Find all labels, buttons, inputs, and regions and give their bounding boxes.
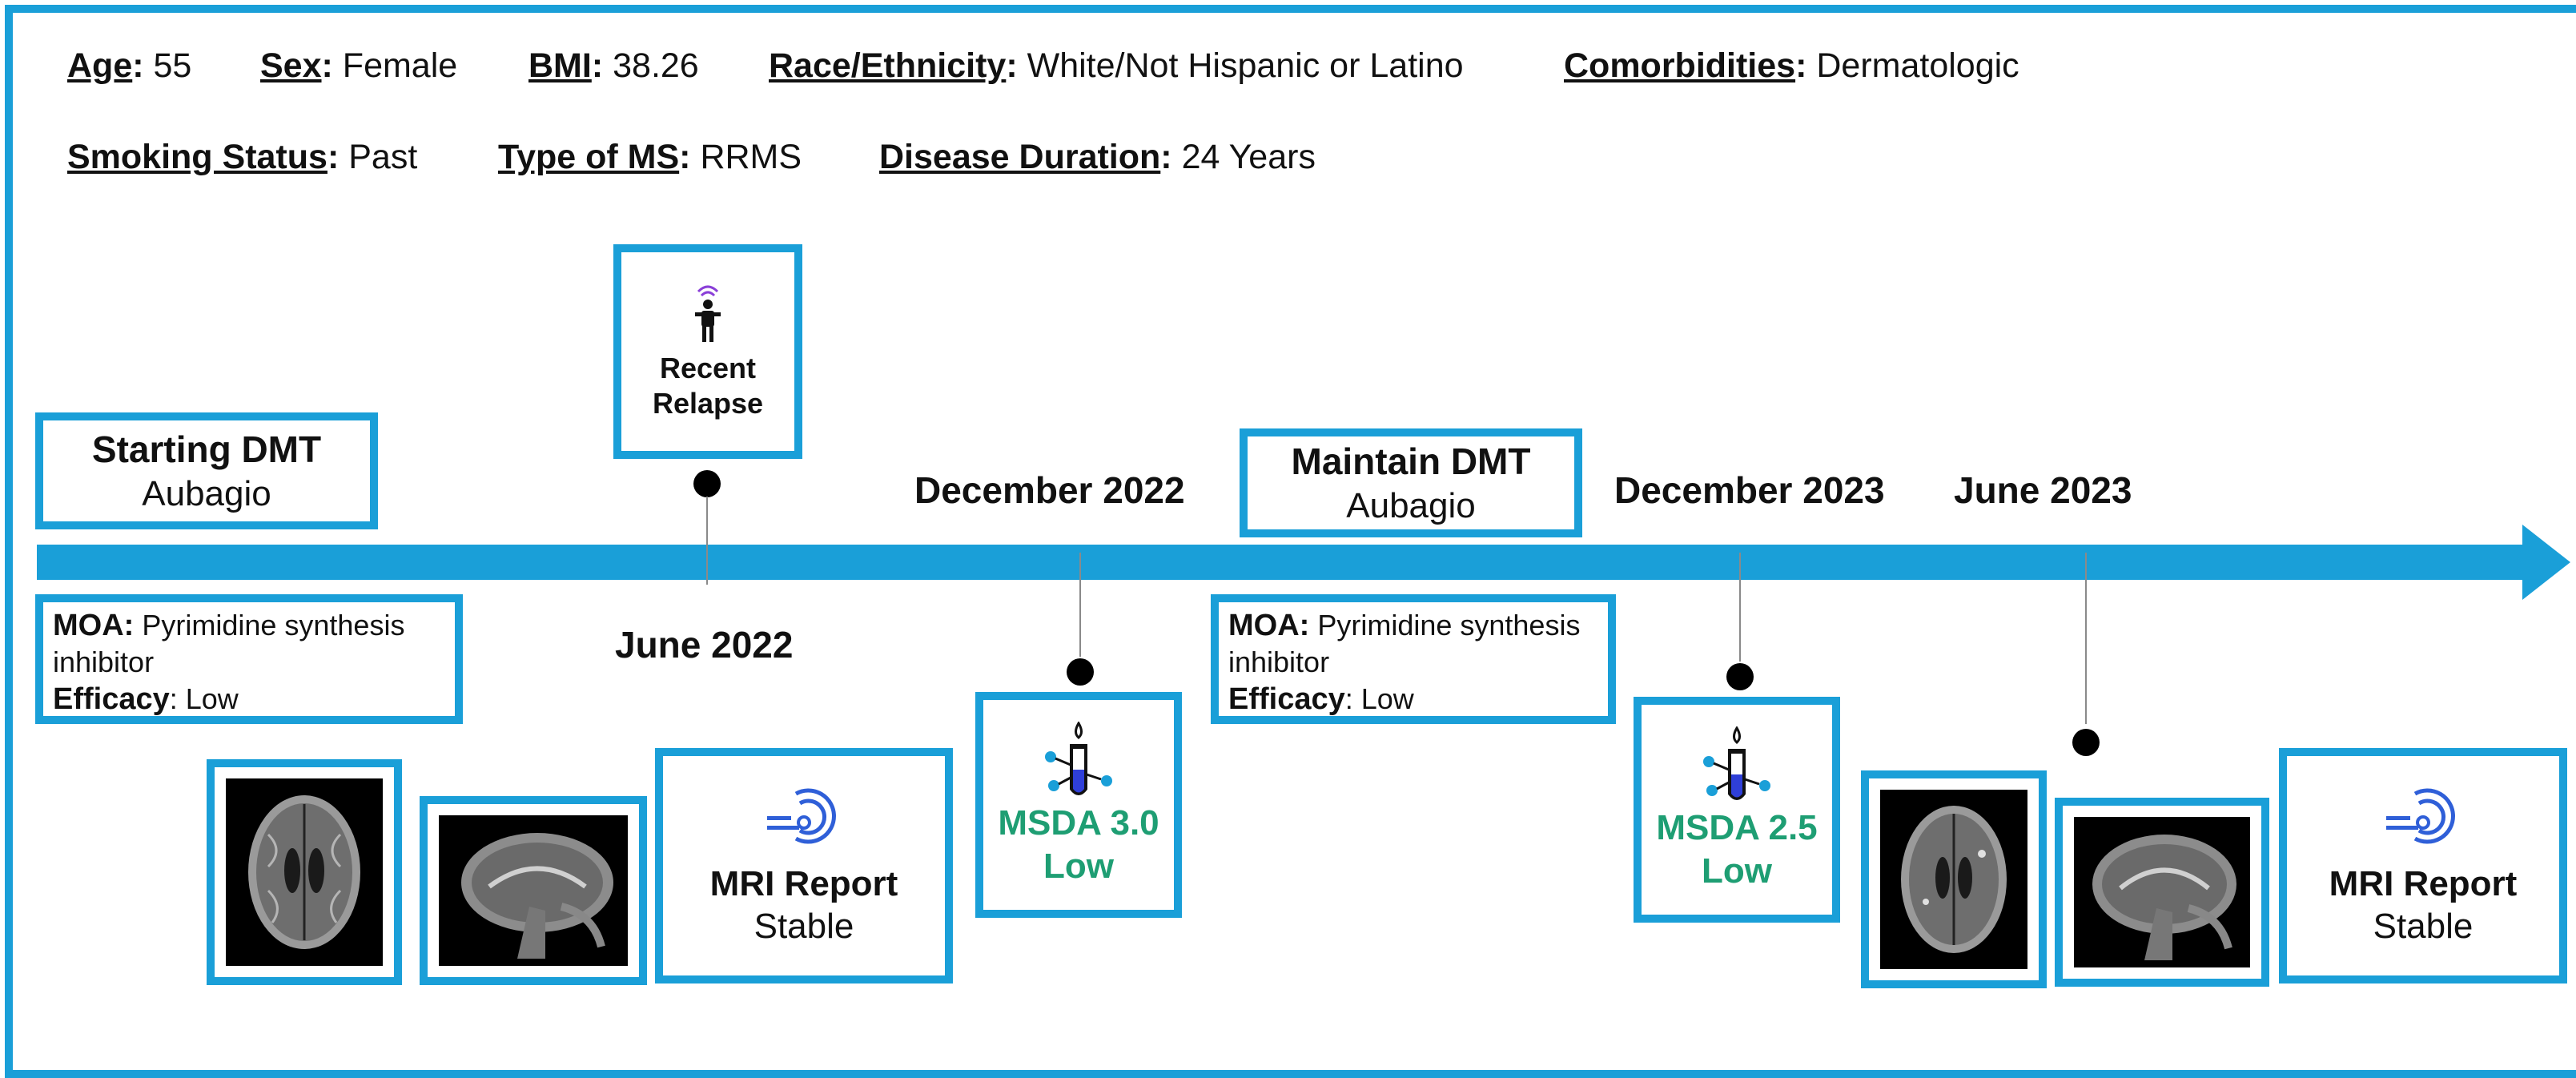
person-signal-icon: [695, 285, 721, 342]
msda1-stem: [1079, 553, 1081, 657]
bmi-value: 38.26: [613, 46, 699, 85]
mri-report-box-1: MRI Report Stable: [655, 748, 953, 983]
msda2-stem: [1739, 553, 1741, 662]
mri-axial-image-1: [207, 759, 402, 985]
duration-value: 24 Years: [1181, 138, 1316, 176]
ms-type-field: Type of MS: RRMS: [498, 138, 802, 176]
efficacy-label: Efficacy: [1228, 682, 1345, 716]
maintain-dmt-drug: Aubagio: [1346, 486, 1476, 525]
msda-2-score: MSDA 2.5: [1656, 808, 1818, 847]
mri-axial-image-2: [1861, 770, 2047, 988]
msda-box-1: MSDA 3.0 Low: [975, 692, 1182, 918]
msda-1-level: Low: [1043, 847, 1114, 886]
mri-scanner-icon: [2386, 788, 2455, 844]
mri2-stem: [2085, 553, 2087, 724]
recent-relapse-box: Recent Relapse: [613, 244, 802, 459]
relapse-stem: [706, 497, 708, 585]
efficacy-label: Efficacy: [53, 682, 170, 716]
smoking-label: Smoking Status: [67, 138, 328, 176]
moa-value-cont: inhibitor: [53, 646, 155, 678]
duration-label: Disease Duration: [879, 138, 1161, 176]
age-value: 55: [153, 46, 192, 85]
date-december-2022: December 2022: [914, 469, 1185, 511]
race-value: White/Not Hispanic or Latino: [1027, 46, 1464, 85]
timeline-arrowhead: [2522, 525, 2570, 600]
maintain-dmt-box: Maintain DMT Aubagio: [1240, 428, 1582, 537]
sex-label: Sex: [260, 46, 322, 85]
msda1-marker: [1067, 658, 1094, 686]
smoking-field: Smoking Status: Past: [67, 138, 418, 176]
msda-2-level: Low: [1702, 851, 1772, 891]
moa-label: MOA:: [1228, 609, 1310, 642]
moa-label: MOA:: [53, 609, 135, 642]
brain-sagittal-scan: [461, 833, 613, 959]
race-label: Race/Ethnicity: [769, 46, 1007, 85]
ms-type-label: Type of MS: [498, 138, 680, 176]
maintain-dmt-title: Maintain DMT: [1291, 440, 1531, 482]
mri-report-1-status: Stable: [754, 907, 854, 946]
maintain-moa-box: MOA: Pyrimidine synthesis inhibitor Effi…: [1211, 594, 1616, 724]
relapse-line2: Relapse: [652, 387, 764, 420]
starting-dmt-title: Starting DMT: [91, 428, 322, 470]
mri-scanner-icon: [767, 788, 836, 844]
brain-axial-scan: [1901, 806, 2007, 953]
comorbidities-label: Comorbidities: [1564, 46, 1796, 85]
mri2-marker: [2072, 729, 2100, 756]
msda-box-2: MSDA 2.5 Low: [1634, 697, 1840, 923]
test-tube-icon: [1703, 726, 1770, 800]
date-june-2023: June 2023: [1954, 469, 2132, 511]
mri-report-2-status: Stable: [2373, 907, 2474, 946]
moa-value: Pyrimidine synthesis: [1317, 609, 1581, 642]
moa-value-cont: inhibitor: [1228, 646, 1330, 678]
comorbidities-field: Comorbidities: Dermatologic: [1564, 46, 2019, 85]
mri-sagittal-image-1: [420, 796, 647, 985]
mri-sagittal-image-2: [2055, 798, 2269, 987]
smoking-value: Past: [348, 138, 418, 176]
efficacy-value: Low: [185, 682, 239, 715]
starting-dmt-drug: Aubagio: [142, 474, 271, 513]
msda-1-score: MSDA 3.0: [998, 803, 1159, 843]
starting-moa-box: MOA: Pyrimidine synthesis inhibitor Effi…: [35, 594, 463, 724]
sex-field: Sex: Female: [260, 46, 458, 85]
brain-axial-scan: [248, 795, 360, 949]
duration-field: Disease Duration: 24 Years: [879, 138, 1316, 176]
efficacy-value: Low: [1360, 682, 1414, 715]
relapse-line1: Recent: [659, 352, 757, 384]
age-label: Age: [67, 46, 133, 85]
brain-sagittal-scan: [2092, 835, 2236, 960]
timeline-axis: [37, 545, 2527, 580]
ms-type-value: RRMS: [700, 138, 802, 176]
mri-report-2-title: MRI Report: [2329, 864, 2518, 903]
bmi-field: BMI: 38.26: [528, 46, 699, 85]
date-december-2023: December 2023: [1614, 469, 1885, 511]
sex-value: Female: [342, 46, 458, 85]
date-june-2022: June 2022: [615, 624, 794, 666]
mri-report-box-2: MRI Report Stable: [2279, 748, 2567, 983]
bmi-label: BMI: [528, 46, 592, 85]
moa-value: Pyrimidine synthesis: [142, 609, 405, 642]
race-field: Race/Ethnicity: White/Not Hispanic or La…: [769, 46, 1464, 85]
relapse-marker: [693, 470, 721, 497]
msda2-marker: [1726, 663, 1754, 690]
mri-report-1-title: MRI Report: [709, 864, 898, 903]
test-tube-icon: [1045, 722, 1112, 795]
comorbidities-value: Dermatologic: [1816, 46, 2019, 85]
starting-dmt-box: Starting DMT Aubagio: [35, 412, 378, 529]
age-field: Age: 55: [67, 46, 192, 85]
